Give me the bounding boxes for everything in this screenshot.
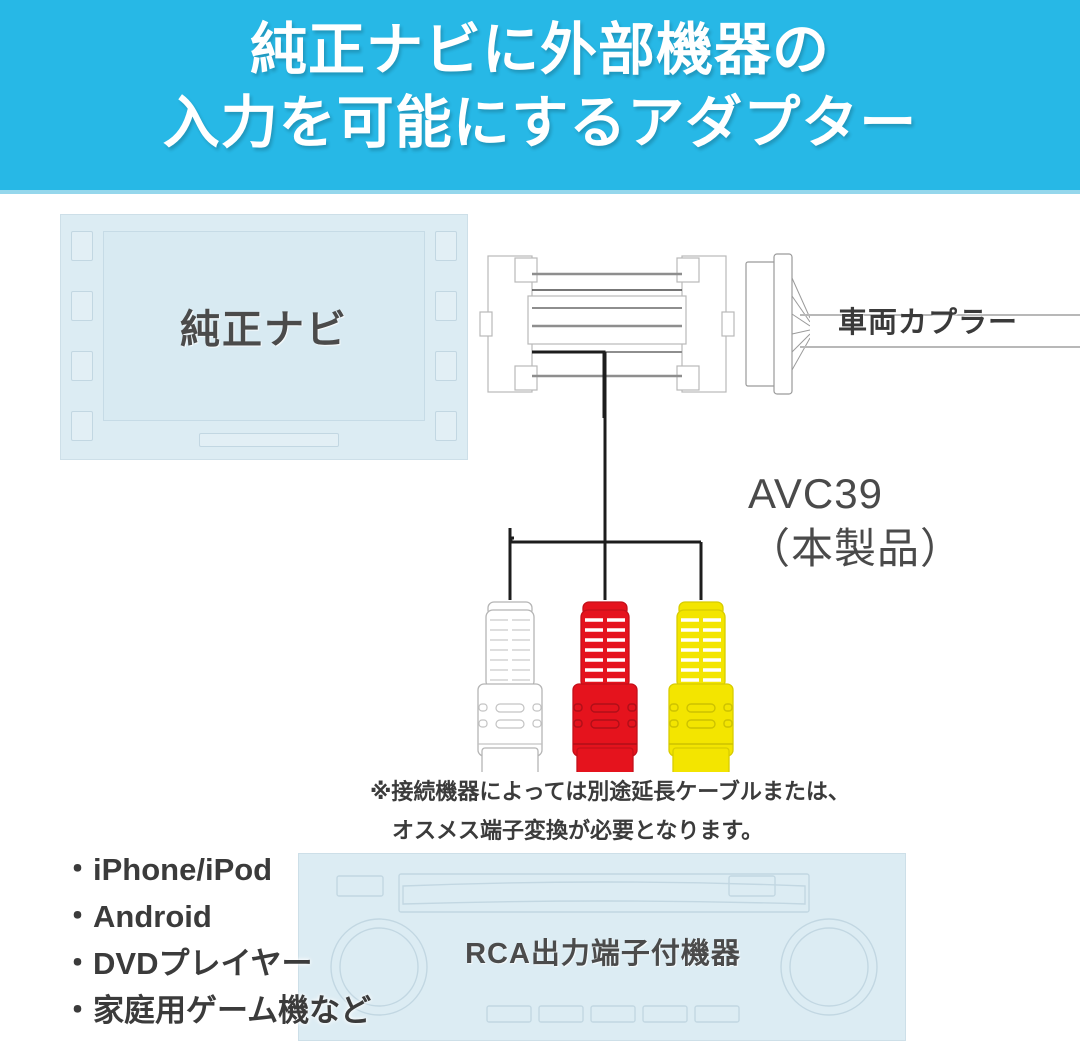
- yellow-rca-plug: [668, 601, 734, 772]
- product-name-label: AVC39 （本製品）: [748, 470, 964, 573]
- nav-button: [435, 351, 457, 381]
- harness-wires: [532, 272, 682, 378]
- nav-left-button-strip: [71, 231, 93, 443]
- nav-button: [71, 351, 93, 381]
- source-device-label: RCA出力端子付機器: [465, 938, 741, 970]
- device-disc-slot: [398, 873, 810, 913]
- device-small-panel-left: [336, 875, 384, 897]
- device-knob-outer-right: [780, 918, 878, 1016]
- list-item: ・DVDプレイヤー: [62, 946, 313, 982]
- page-title: 純正ナビに外部機器の 入力を可能にするアダプター: [162, 18, 918, 155]
- device-button: [590, 1005, 636, 1023]
- source-device-graphic: [330, 873, 878, 1023]
- vehicle-coupler-label: 車両カプラー: [838, 307, 1019, 339]
- device-button: [538, 1005, 584, 1023]
- nav-disc-slot: [199, 433, 339, 447]
- harness-sleeve: [527, 295, 687, 345]
- nav-button: [71, 291, 93, 321]
- device-button: [486, 1005, 532, 1023]
- nav-button: [71, 231, 93, 261]
- header-banner: 純正ナビに外部機器の 入力を可能にするアダプター: [0, 0, 1080, 194]
- list-item: ・Android: [62, 899, 212, 935]
- white-rca-plug: [477, 601, 543, 772]
- nav-button: [435, 231, 457, 261]
- red-rca-plug: [572, 601, 638, 772]
- nav-screen-label: 純正ナビ: [180, 308, 348, 352]
- wire-tree: [508, 352, 701, 544]
- nav-right-button-strip: [435, 231, 457, 443]
- device-button: [694, 1005, 740, 1023]
- device-button: [642, 1005, 688, 1023]
- list-item: ・家庭用ゲーム機など: [62, 993, 372, 1029]
- nav-screen: 純正ナビ: [103, 231, 425, 421]
- device-small-panel-right: [728, 875, 776, 897]
- nav-button: [435, 291, 457, 321]
- factory-nav-unit: 純正ナビ: [60, 214, 468, 460]
- rca-plugs-graphic: [477, 352, 734, 772]
- vehicle-coupler-plug: [745, 253, 793, 395]
- device-knob-outer-left: [330, 918, 428, 1016]
- source-device-unit: RCA出力端子付機器: [298, 853, 906, 1041]
- note-text: ※接続機器によっては別途延長ケーブルまたは、 オスメス端子変換が必要となります。: [370, 779, 850, 844]
- nav-button: [435, 411, 457, 441]
- coupler-cable-band: [800, 314, 1080, 348]
- list-item: ・iPhone/iPod: [62, 852, 273, 887]
- coupler-fan-wires: [791, 277, 810, 371]
- nav-button: [71, 411, 93, 441]
- device-compatibility-list: ・iPhone/iPod ・Android ・DVDプレイヤー ・家庭用ゲーム機…: [62, 846, 371, 1034]
